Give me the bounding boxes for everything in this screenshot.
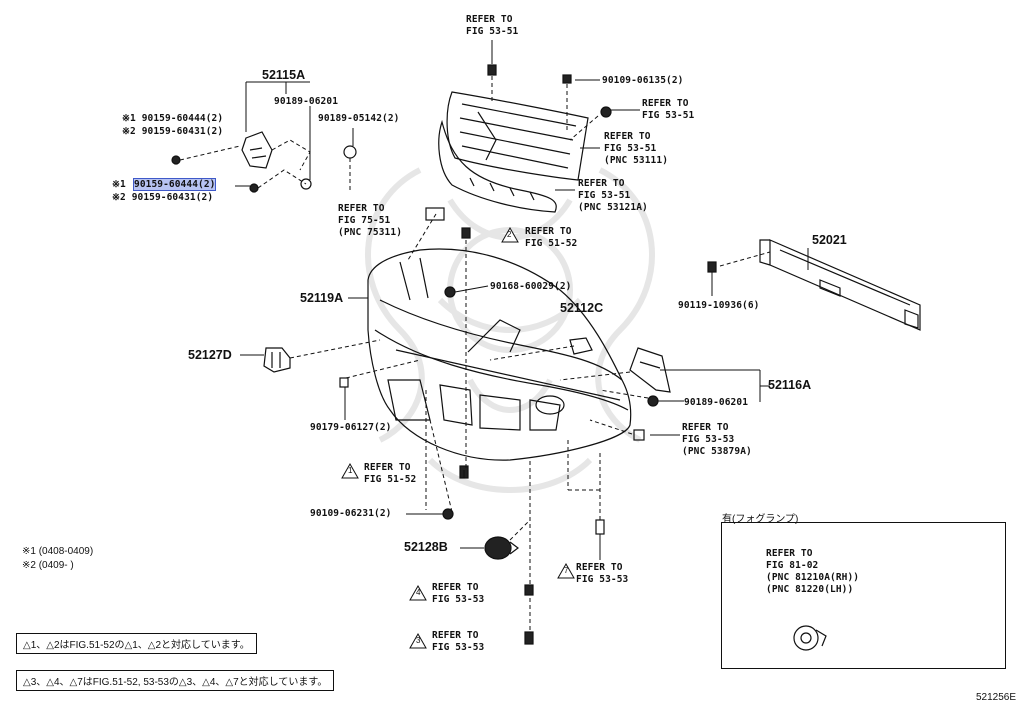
fog-cover	[484, 536, 519, 560]
triangle-number: 2	[507, 230, 512, 239]
bumper-bracket-right	[629, 347, 671, 393]
refer-label: REFER TO	[466, 14, 513, 25]
refer-label: REFER TO	[576, 562, 623, 573]
refer-label[interactable]: FIG 51-52	[364, 474, 417, 485]
warning-triangles	[341, 226, 575, 649]
retainer-52112c	[569, 337, 593, 355]
fog-lamp-box	[721, 522, 1006, 669]
refer-label: (PNC 81210A(RH))	[766, 572, 860, 583]
fastener-label[interactable]: ※2 90159-60431(2)	[122, 126, 224, 137]
fastener-label[interactable]: ※2 90159-60431(2)	[112, 192, 214, 203]
refer-label: REFER TO	[682, 422, 729, 433]
refer-label: REFER TO	[766, 548, 813, 559]
fastener-label[interactable]: 90109-06231(2)	[310, 508, 392, 519]
refer-label[interactable]: FIG 53-51	[578, 190, 631, 201]
refer-label[interactable]: FIG 75-51	[338, 215, 391, 226]
triangle-number: 1	[348, 466, 353, 475]
leader-lines	[235, 40, 809, 560]
fastener-label[interactable]: 90189-06201	[274, 96, 339, 107]
refer-label[interactable]: FIG 53-53	[432, 594, 485, 605]
refer-label: (PNC 81220(LH))	[766, 584, 854, 595]
refer-label: REFER TO	[432, 630, 479, 641]
fastener-label[interactable]: 90168-60029(2)	[490, 281, 572, 292]
bumper-bracket-left	[241, 131, 273, 169]
refer-label[interactable]: FIG 53-51	[466, 26, 519, 37]
watermark-emblem	[365, 167, 655, 493]
refer-label[interactable]: FIG 53-53	[576, 574, 629, 585]
refer-label[interactable]: FIG 51-52	[525, 238, 578, 249]
refer-label[interactable]: FIG 81-02	[766, 560, 819, 571]
refer-label[interactable]: FIG 53-53	[432, 642, 485, 653]
note-1: △1、△2はFIG.51-52の△1、△2と対応しています。	[16, 633, 257, 654]
refer-label: REFER TO	[642, 98, 689, 109]
fastener-label[interactable]: ※1 90159-60444(2)	[122, 113, 224, 124]
triangle-number: 4	[416, 588, 421, 597]
triangle-number: 7	[564, 566, 569, 575]
fastener-label[interactable]: 90179-06127(2)	[310, 422, 392, 433]
part-number-52116a[interactable]: 52116A	[768, 378, 812, 392]
bumper-cover	[367, 248, 632, 461]
figure-id: 521256E	[975, 692, 1016, 703]
triangle-number: 3	[416, 636, 421, 645]
refer-label: (PNC 53879A)	[682, 446, 752, 457]
part-number-52119a[interactable]: 52119A	[300, 291, 344, 305]
refer-label[interactable]: FIG 53-51	[604, 143, 657, 154]
part-number-52127d[interactable]: 52127D	[188, 348, 232, 362]
retainer-52127d	[263, 347, 291, 373]
refer-label: REFER TO	[578, 178, 625, 189]
refer-label[interactable]: FIG 53-51	[642, 110, 695, 121]
refer-label: (PNC 75311)	[338, 227, 403, 238]
refer-label: REFER TO	[432, 582, 479, 593]
fasteners	[171, 64, 717, 645]
assembly-lines	[179, 76, 771, 630]
part-number-52112c[interactable]: 52112C	[560, 301, 604, 315]
bumper-reinforcement	[759, 239, 921, 331]
fastener-label[interactable]: 90189-05142(2)	[318, 113, 400, 124]
legend-line-1: ※1 (0408-0409)	[22, 546, 94, 557]
part-number-52128b[interactable]: 52128B	[404, 540, 448, 554]
radiator-grille	[438, 91, 589, 213]
refer-label[interactable]: FIG 53-53	[682, 434, 735, 445]
fog-lamp	[793, 625, 827, 651]
note-2: △3、△4、△7はFIG.51-52, 53-53の△3、△4、△7と対応してい…	[16, 670, 335, 691]
fastener-label[interactable]: 90109-06135(2)	[602, 75, 684, 86]
refer-label: (PNC 53121A)	[578, 202, 648, 213]
refer-label: REFER TO	[525, 226, 572, 237]
part-number-52021[interactable]: 52021	[812, 233, 847, 247]
refer-label: REFER TO	[338, 203, 385, 214]
fastener-prefix: ※1	[112, 179, 126, 190]
fog-box-title: 有(フォグランプ)	[722, 514, 799, 525]
fastener-label[interactable]: 90189-06201	[684, 397, 749, 408]
fastener-label-highlighted[interactable]: 90159-60444(2)	[132, 178, 217, 191]
refer-label: REFER TO	[604, 131, 651, 142]
refer-label: REFER TO	[364, 462, 411, 473]
legend-line-2: ※2 (0409- )	[22, 560, 74, 571]
part-number-52115a[interactable]: 52115A	[262, 68, 306, 82]
fastener-label[interactable]: 90119-10936(6)	[678, 300, 760, 311]
refer-label: (PNC 53111)	[604, 155, 669, 166]
